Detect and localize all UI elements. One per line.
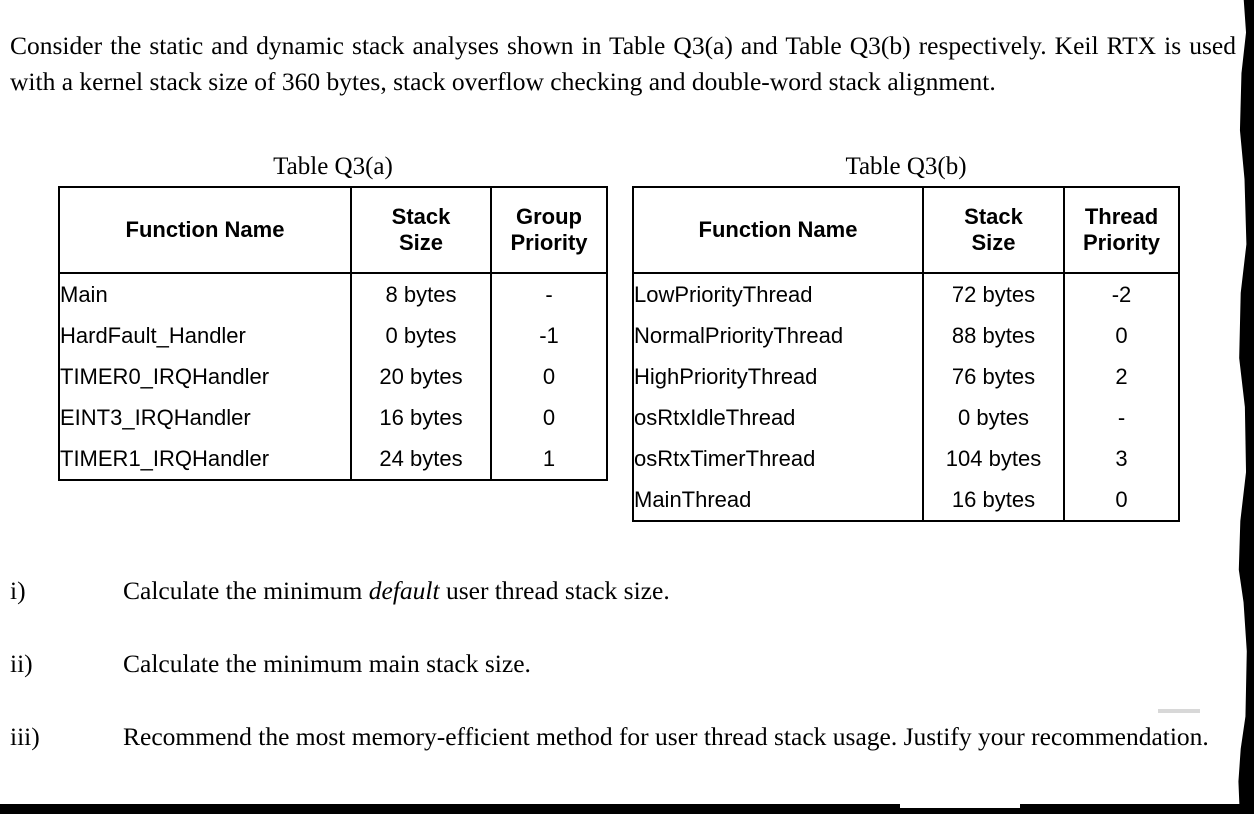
scan-edge-nick-artifact xyxy=(900,802,1020,808)
cell-function-name: HighPriorityThread xyxy=(632,356,924,397)
question-text-iii: Recommend the most memory-efficient meth… xyxy=(123,722,1209,751)
question-marker-iii: iii) xyxy=(10,722,40,751)
cell-stack-size: 16 bytes xyxy=(922,479,1065,522)
table-row: HardFault_Handler 0 bytes -1 xyxy=(58,315,608,356)
header-function-name-label: Function Name xyxy=(125,217,285,242)
table-row: osRtxTimerThread 104 bytes 3 xyxy=(632,438,1180,479)
cell-thread-priority: 0 xyxy=(1063,479,1180,522)
cell-group-priority: - xyxy=(490,273,608,315)
cell-function-name: TIMER1_IRQHandler xyxy=(58,438,352,481)
header-function-name-label: Function Name xyxy=(698,217,858,242)
cell-function-name: EINT3_IRQHandler xyxy=(58,397,352,438)
header-thread-priority-line1: Thread xyxy=(1084,204,1159,229)
cell-group-priority: 1 xyxy=(490,438,608,481)
header-group-priority: Group Priority xyxy=(490,186,608,274)
cell-stack-size: 72 bytes xyxy=(922,273,1065,315)
cell-function-name: Main xyxy=(58,273,352,315)
table-row: TIMER0_IRQHandler 20 bytes 0 xyxy=(58,356,608,397)
header-thread-priority-line2: Priority xyxy=(1082,230,1161,255)
cell-stack-size: 20 bytes xyxy=(350,356,492,397)
header-thread-priority: Thread Priority xyxy=(1063,186,1180,274)
table-row: HighPriorityThread 76 bytes 2 xyxy=(632,356,1180,397)
question-text-ii: Calculate the minimum main stack size. xyxy=(123,649,531,678)
table-row: EINT3_IRQHandler 16 bytes 0 xyxy=(58,397,608,438)
question-marker-i: i) xyxy=(10,576,26,605)
table-row: LowPriorityThread 72 bytes -2 xyxy=(632,273,1180,315)
table-q3a-title: Table Q3(a) xyxy=(273,153,393,180)
cell-thread-priority: 0 xyxy=(1063,315,1180,356)
cell-group-priority: -1 xyxy=(490,315,608,356)
cell-thread-priority: 2 xyxy=(1063,356,1180,397)
table-q3b-title: Table Q3(b) xyxy=(845,153,967,180)
header-stack-size: Stack Size xyxy=(350,186,492,274)
cell-stack-size: 24 bytes xyxy=(350,438,492,481)
intro-paragraph: Consider the static and dynamic stack an… xyxy=(10,30,1236,96)
table-row: osRtxIdleThread 0 bytes - xyxy=(632,397,1180,438)
question-item-i: i) Calculate the minimum default user th… xyxy=(10,573,1240,609)
question-item-iii: iii) Recommend the most memory-efficient… xyxy=(10,719,1240,755)
cell-thread-priority: 3 xyxy=(1063,438,1180,479)
cell-group-priority: 0 xyxy=(490,356,608,397)
cell-function-name: LowPriorityThread xyxy=(632,273,924,315)
cell-stack-size: 0 bytes xyxy=(922,397,1065,438)
scan-edge-bottom-artifact xyxy=(0,804,1254,814)
cell-group-priority: 0 xyxy=(490,397,608,438)
cell-stack-size: 76 bytes xyxy=(922,356,1065,397)
cell-stack-size: 0 bytes xyxy=(350,315,492,356)
cell-function-name: TIMER0_IRQHandler xyxy=(58,356,352,397)
question-text-i: Calculate the minimum default user threa… xyxy=(123,573,1240,609)
table-row: Main 8 bytes - xyxy=(58,273,608,315)
header-stack-size-line2: Size xyxy=(398,230,444,255)
cell-stack-size: 88 bytes xyxy=(922,315,1065,356)
scan-smudge-artifact xyxy=(1158,709,1200,713)
table-q3a-block: Table Q3(a) Function Name Stack Size Gro… xyxy=(58,152,608,481)
table-row: NormalPriorityThread 88 bytes 0 xyxy=(632,315,1180,356)
cell-function-name: osRtxIdleThread xyxy=(632,397,924,438)
question-list: i) Calculate the minimum default user th… xyxy=(10,573,1240,755)
cell-stack-size: 16 bytes xyxy=(350,397,492,438)
question-text-i-after: user thread stack size. xyxy=(439,576,670,605)
table-q3b: Function Name Stack Size Thread Priority… xyxy=(632,186,1180,522)
cell-function-name: osRtxTimerThread xyxy=(632,438,924,479)
question-text-i-italic: default xyxy=(368,576,440,605)
cell-thread-priority: -2 xyxy=(1063,273,1180,315)
question-text-i-before: Calculate the minimum xyxy=(123,576,369,605)
cell-thread-priority: - xyxy=(1063,397,1180,438)
cell-function-name: HardFault_Handler xyxy=(58,315,352,356)
cell-stack-size: 8 bytes xyxy=(350,273,492,315)
table-row: TIMER1_IRQHandler 24 bytes 1 xyxy=(58,438,608,481)
table-q3b-header-row: Function Name Stack Size Thread Priority xyxy=(632,186,1180,274)
question-marker-ii: ii) xyxy=(10,649,33,678)
table-q3a: Function Name Stack Size Group Priority … xyxy=(58,186,608,481)
cell-function-name: MainThread xyxy=(632,479,924,522)
cell-function-name: NormalPriorityThread xyxy=(632,315,924,356)
header-stack-size-line1: Stack xyxy=(964,204,1023,229)
cell-stack-size: 104 bytes xyxy=(922,438,1065,479)
table-q3a-header-row: Function Name Stack Size Group Priority xyxy=(58,186,608,274)
header-function-name: Function Name xyxy=(632,186,924,274)
header-stack-size-line1: Stack xyxy=(391,204,451,229)
header-function-name: Function Name xyxy=(58,186,352,274)
table-q3b-block: Table Q3(b) Function Name Stack Size Thr… xyxy=(632,152,1180,522)
header-stack-size: Stack Size xyxy=(922,186,1065,274)
header-stack-size-line2: Size xyxy=(971,230,1016,255)
table-row: MainThread 16 bytes 0 xyxy=(632,479,1180,522)
header-group-priority-line2: Priority xyxy=(510,230,588,255)
header-group-priority-line1: Group xyxy=(516,204,582,229)
question-item-ii: ii) Calculate the minimum main stack siz… xyxy=(10,646,1240,682)
